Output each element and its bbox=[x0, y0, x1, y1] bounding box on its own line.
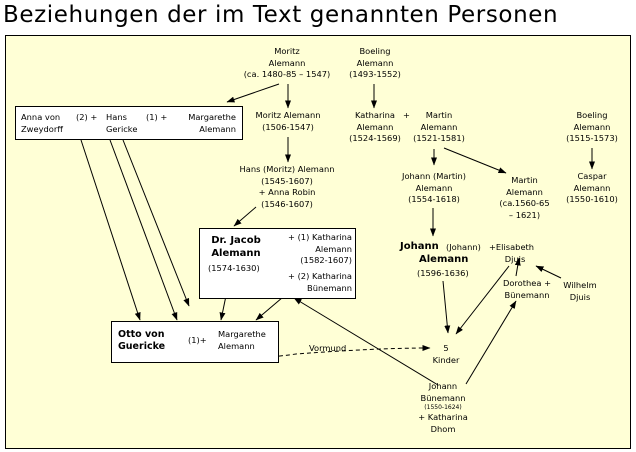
node-elisabeth-djuis: Elisabeth Djuis bbox=[495, 242, 535, 264]
edge-gericke-to-otto-2 bbox=[109, 139, 178, 321]
jacob-alemann-dates: (1574-1630) bbox=[208, 263, 260, 273]
node-wilhelm-djuis: Wilhelm Djuis bbox=[563, 280, 597, 302]
johann-alemann-dates: (1596-1636) bbox=[417, 268, 469, 278]
node-katharina-alemann: Katharina Alemann (1524-1569) bbox=[349, 110, 401, 143]
edge-gericke-to-otto-1 bbox=[80, 139, 141, 321]
edge-johann-b-to-dorothea bbox=[465, 300, 517, 385]
johann-alemann-first-name: Johann bbox=[400, 241, 439, 252]
edge-moritz-to-gericke bbox=[226, 83, 280, 103]
node-moritz-alemann-sr: Moritz Alemann (ca. 1480-85 – 1547) bbox=[243, 46, 331, 79]
edge-johann-b-to-jacob bbox=[293, 297, 439, 386]
johann-alemann-paren: (Johann) bbox=[446, 242, 481, 252]
node-hans-moritz-alemann: Hans (Moritz) Alemann (1545-1607) + Anna… bbox=[239, 164, 335, 209]
node-boeling-alemann-jr: Boeling Alemann (1515-1573) bbox=[566, 110, 618, 143]
node-moritz-alemann-jr: Moritz Alemann (1506-1547) bbox=[255, 110, 321, 132]
edge-wilhelm-to-elisabeth bbox=[535, 265, 562, 279]
anna-von-zweydorff: Anna von Zweydorff bbox=[21, 112, 63, 134]
node-caspar-alemann: Caspar Alemann (1550-1610) bbox=[566, 171, 618, 204]
page-title: Beziehungen der im Text genannten Person… bbox=[3, 2, 559, 28]
plus-sign: + bbox=[403, 110, 410, 120]
jacob-alemann-box: Dr. Jacob Alemann (1574-1630) + (1) Kath… bbox=[199, 228, 356, 299]
node-martin-alemann-jr: Martin Alemann (ca.1560-65 – 1621) bbox=[499, 175, 550, 220]
jacob-alemann-name: Dr. Jacob Alemann bbox=[211, 235, 261, 259]
node-martin-alemann-sr: Martin Alemann (1521-1581) bbox=[413, 110, 465, 143]
hans-gericke: Hans Gericke bbox=[106, 112, 138, 134]
edge-elisabeth-to-kinder bbox=[455, 265, 510, 335]
family-diagram: Moritz Alemann (ca. 1480-85 – 1547) Boel… bbox=[5, 35, 631, 449]
margarethe-alemann-otto: Margarethe Alemann bbox=[218, 329, 266, 351]
margarethe-alemann: Margarethe Alemann bbox=[188, 112, 236, 134]
johann-alemann-surname: Alemann bbox=[419, 254, 469, 265]
marriage-mark-1: (1) + bbox=[146, 112, 168, 122]
marriage-mark-otto: (1)+ bbox=[188, 335, 207, 345]
node-boeling-alemann-sr: Boeling Alemann (1493-1552) bbox=[349, 46, 401, 79]
edge-dorothea-to-elisabeth bbox=[514, 257, 521, 277]
node-5-kinder: 5 Kinder bbox=[432, 343, 460, 365]
otto-von-guericke-name: Otto von Guericke bbox=[118, 329, 166, 352]
edge-hans-to-jacob bbox=[233, 206, 257, 227]
marriage-mark-2: (2) + bbox=[76, 112, 98, 122]
node-johann-martin-alemann: Johann (Martin) Alemann (1554-1618) bbox=[402, 171, 466, 204]
edge-johann-to-kinder bbox=[442, 280, 451, 334]
vormund-label: Vormund bbox=[309, 343, 347, 353]
otto-von-guericke-box: Otto von Guericke (1)+ Margarethe Aleman… bbox=[111, 321, 279, 363]
node-johann-buenemann: Johann Bünemann (1550-1624) + Katharina … bbox=[418, 381, 468, 434]
gericke-family-box: Anna von Zweydorff (2) + Hans Gericke (1… bbox=[15, 106, 243, 140]
edge-martin-to-martin-jr bbox=[443, 147, 507, 174]
node-dorothea-buenemann: Dorothea + Bünemann bbox=[502, 278, 552, 300]
wife-2-katharina-buenemann: + (2) Katharina Bünemann bbox=[287, 271, 352, 293]
edge-margarethe-to-otto bbox=[122, 139, 190, 307]
wife-1-katharina-alemann: + (1) Katharina Alemann (1582-1607) bbox=[287, 232, 352, 265]
plus-sign-johann: + bbox=[489, 242, 496, 252]
